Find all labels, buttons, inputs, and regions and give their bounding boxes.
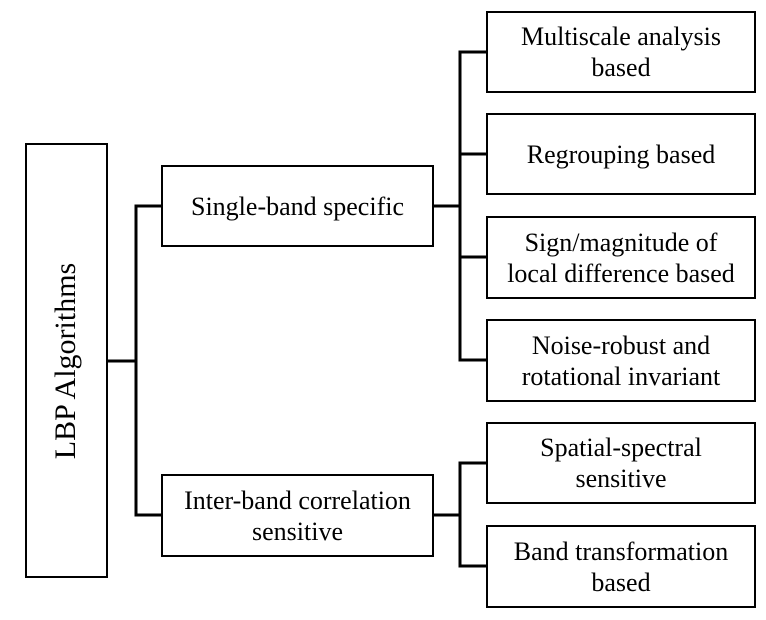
group-node-single-band: Single-band specific xyxy=(161,165,434,247)
root-node-box: LBP Algorithms xyxy=(25,143,108,578)
leaf-node-label: Regrouping based xyxy=(526,139,716,169)
leaf-node-regrouping: Regrouping based xyxy=(486,113,756,195)
group-node-label: Single-band specific xyxy=(191,191,404,221)
root-node-label: LBP Algorithms xyxy=(49,262,83,459)
